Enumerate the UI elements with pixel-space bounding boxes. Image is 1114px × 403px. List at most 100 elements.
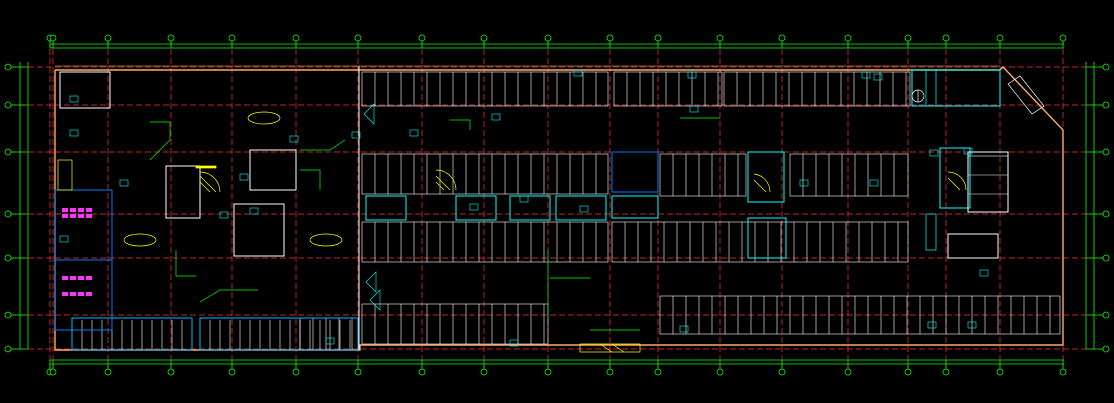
- detail-symbol: [689, 105, 699, 113]
- axis-bubble: [1102, 101, 1110, 109]
- detail-symbol: [519, 195, 529, 203]
- axis-bubble: [1059, 34, 1067, 42]
- detail-symbol: [869, 179, 879, 187]
- detail-symbol: [351, 131, 361, 139]
- axis-bubble: [716, 34, 724, 42]
- axis-bubble: [49, 368, 57, 376]
- axis-bubble: [167, 34, 175, 42]
- room-tags: [123, 111, 343, 247]
- stall-row: [361, 303, 549, 345]
- grid-axes: [10, 40, 1104, 368]
- axis-bubble: [1102, 254, 1110, 262]
- detail-symbol: [119, 179, 129, 187]
- axis-bubble: [418, 368, 426, 376]
- detail-symbol: [963, 147, 973, 155]
- stair-icon: [199, 171, 221, 193]
- axis-bubble: [228, 368, 236, 376]
- axis-bubble: [844, 368, 852, 376]
- detail-symbol: [687, 71, 697, 79]
- detail-symbol: [573, 69, 583, 77]
- detail-symbol: [219, 211, 229, 219]
- axis-bubble: [1102, 210, 1110, 218]
- axis-bubble: [292, 368, 300, 376]
- detail-symbol: [799, 179, 809, 187]
- axis-bubble: [654, 34, 662, 42]
- detail-symbol: [325, 337, 335, 345]
- axis-bubble: [4, 63, 12, 71]
- detail-symbol: [289, 135, 299, 143]
- door-swing-icon: [363, 103, 375, 125]
- stair-icon: [947, 171, 967, 191]
- door-swing-icon: [369, 289, 381, 311]
- annotations: [149, 117, 720, 353]
- axis-bubble: [4, 210, 12, 218]
- axis-bubble: [4, 345, 12, 353]
- axis-bubble: [904, 368, 912, 376]
- axis-bubble: [544, 368, 552, 376]
- axis-bubble: [4, 101, 12, 109]
- stall-row: [723, 71, 911, 107]
- stall-row: [361, 221, 609, 263]
- axis-bubble: [480, 368, 488, 376]
- axis-bubble: [228, 34, 236, 42]
- axis-bubble: [104, 34, 112, 42]
- stall-row: [659, 295, 1061, 335]
- detail-symbol: [967, 321, 977, 329]
- axis-bubble: [1102, 311, 1110, 319]
- door-swing-icon: [365, 271, 377, 293]
- detail-symbol: [927, 321, 937, 329]
- north-arrow-icon: [911, 89, 925, 103]
- axis-bubble: [480, 34, 488, 42]
- detail-symbol: [69, 129, 79, 137]
- axis-bubble: [4, 311, 12, 319]
- axis-bubble: [942, 34, 950, 42]
- axis-bubble: [354, 34, 362, 42]
- detail-symbol: [873, 73, 883, 81]
- axis-bubble: [4, 254, 12, 262]
- detail-symbol: [579, 205, 589, 213]
- detail-symbol: [249, 207, 259, 215]
- axis-bubble: [716, 368, 724, 376]
- axis-bubble: [292, 34, 300, 42]
- axis-bubble: [4, 148, 12, 156]
- axis-bubble: [942, 368, 950, 376]
- axis-bubble: [418, 34, 426, 42]
- detail-symbol: [491, 113, 501, 121]
- axis-bubble: [904, 34, 912, 42]
- axis-bubble: [354, 368, 362, 376]
- axis-bubble: [49, 34, 57, 42]
- axis-bubble: [1059, 368, 1067, 376]
- axis-bubble: [654, 368, 662, 376]
- stair-icon: [753, 173, 771, 193]
- detail-symbol: [929, 149, 939, 157]
- axis-bubble: [778, 368, 786, 376]
- partitions: [54, 69, 1009, 351]
- axis-bubble: [1102, 63, 1110, 71]
- axis-bubble: [1102, 148, 1110, 156]
- axis-bubble: [996, 368, 1004, 376]
- toilet-fixtures: [62, 208, 92, 296]
- detail-symbols: [59, 69, 989, 347]
- axis-bubble: [606, 368, 614, 376]
- detail-symbol: [679, 325, 689, 333]
- stall-row: [361, 71, 609, 107]
- dimension-lines: [19, 43, 1095, 365]
- detail-symbol: [239, 173, 249, 181]
- detail-symbol: [979, 269, 989, 277]
- stairs: [57, 69, 967, 251]
- stall-row: [659, 153, 747, 197]
- stall-row: [361, 153, 609, 195]
- stair-icon: [435, 169, 457, 191]
- axis-bubble: [544, 34, 552, 42]
- axis-bubble: [778, 34, 786, 42]
- axis-bubbles: [4, 34, 1110, 376]
- axis-bubble: [996, 34, 1004, 42]
- detail-symbol: [59, 235, 69, 243]
- detail-symbol: [861, 71, 871, 79]
- ramp: [1007, 75, 1045, 115]
- stall-row: [789, 153, 909, 197]
- detail-symbol: [409, 129, 419, 137]
- axis-bubble: [844, 34, 852, 42]
